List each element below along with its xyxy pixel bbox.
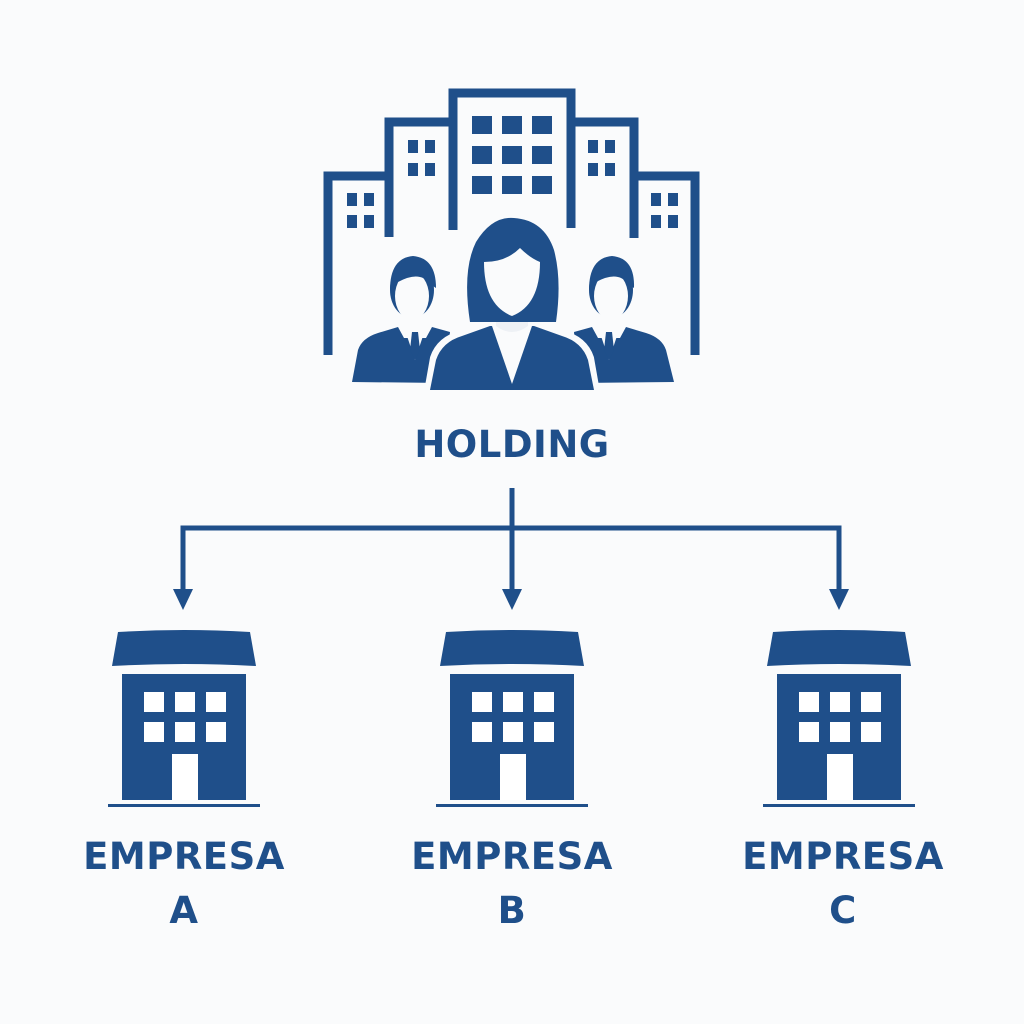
company-letter: C xyxy=(829,889,857,932)
arrow-down-icon xyxy=(829,589,849,610)
company-letter: A xyxy=(169,889,199,932)
arrow-down-icon xyxy=(173,589,193,610)
tree-arrows-icon xyxy=(173,488,849,610)
office-building-icon xyxy=(763,630,915,807)
company-letter: B xyxy=(497,889,527,932)
building-windows xyxy=(347,116,678,228)
company-building-a xyxy=(108,630,260,807)
arrow-down-icon xyxy=(502,589,522,610)
holding-icon xyxy=(323,88,700,396)
company-label-b: EMPRESA B xyxy=(382,830,642,938)
company-name: EMPRESA xyxy=(742,835,944,878)
holding-label: HOLDING xyxy=(414,423,610,466)
man-left-icon xyxy=(352,256,450,383)
company-building-b xyxy=(436,630,588,807)
company-label-a: EMPRESA A xyxy=(54,830,314,938)
office-building-icon xyxy=(436,630,588,807)
skyline-icon xyxy=(323,88,700,355)
company-label-c: EMPRESA C xyxy=(713,830,973,938)
company-building-c xyxy=(763,630,915,807)
company-name: EMPRESA xyxy=(83,835,285,878)
company-name: EMPRESA xyxy=(411,835,613,878)
man-right-icon xyxy=(574,256,674,383)
woman-center-icon xyxy=(423,217,601,396)
office-building-icon xyxy=(108,630,260,807)
